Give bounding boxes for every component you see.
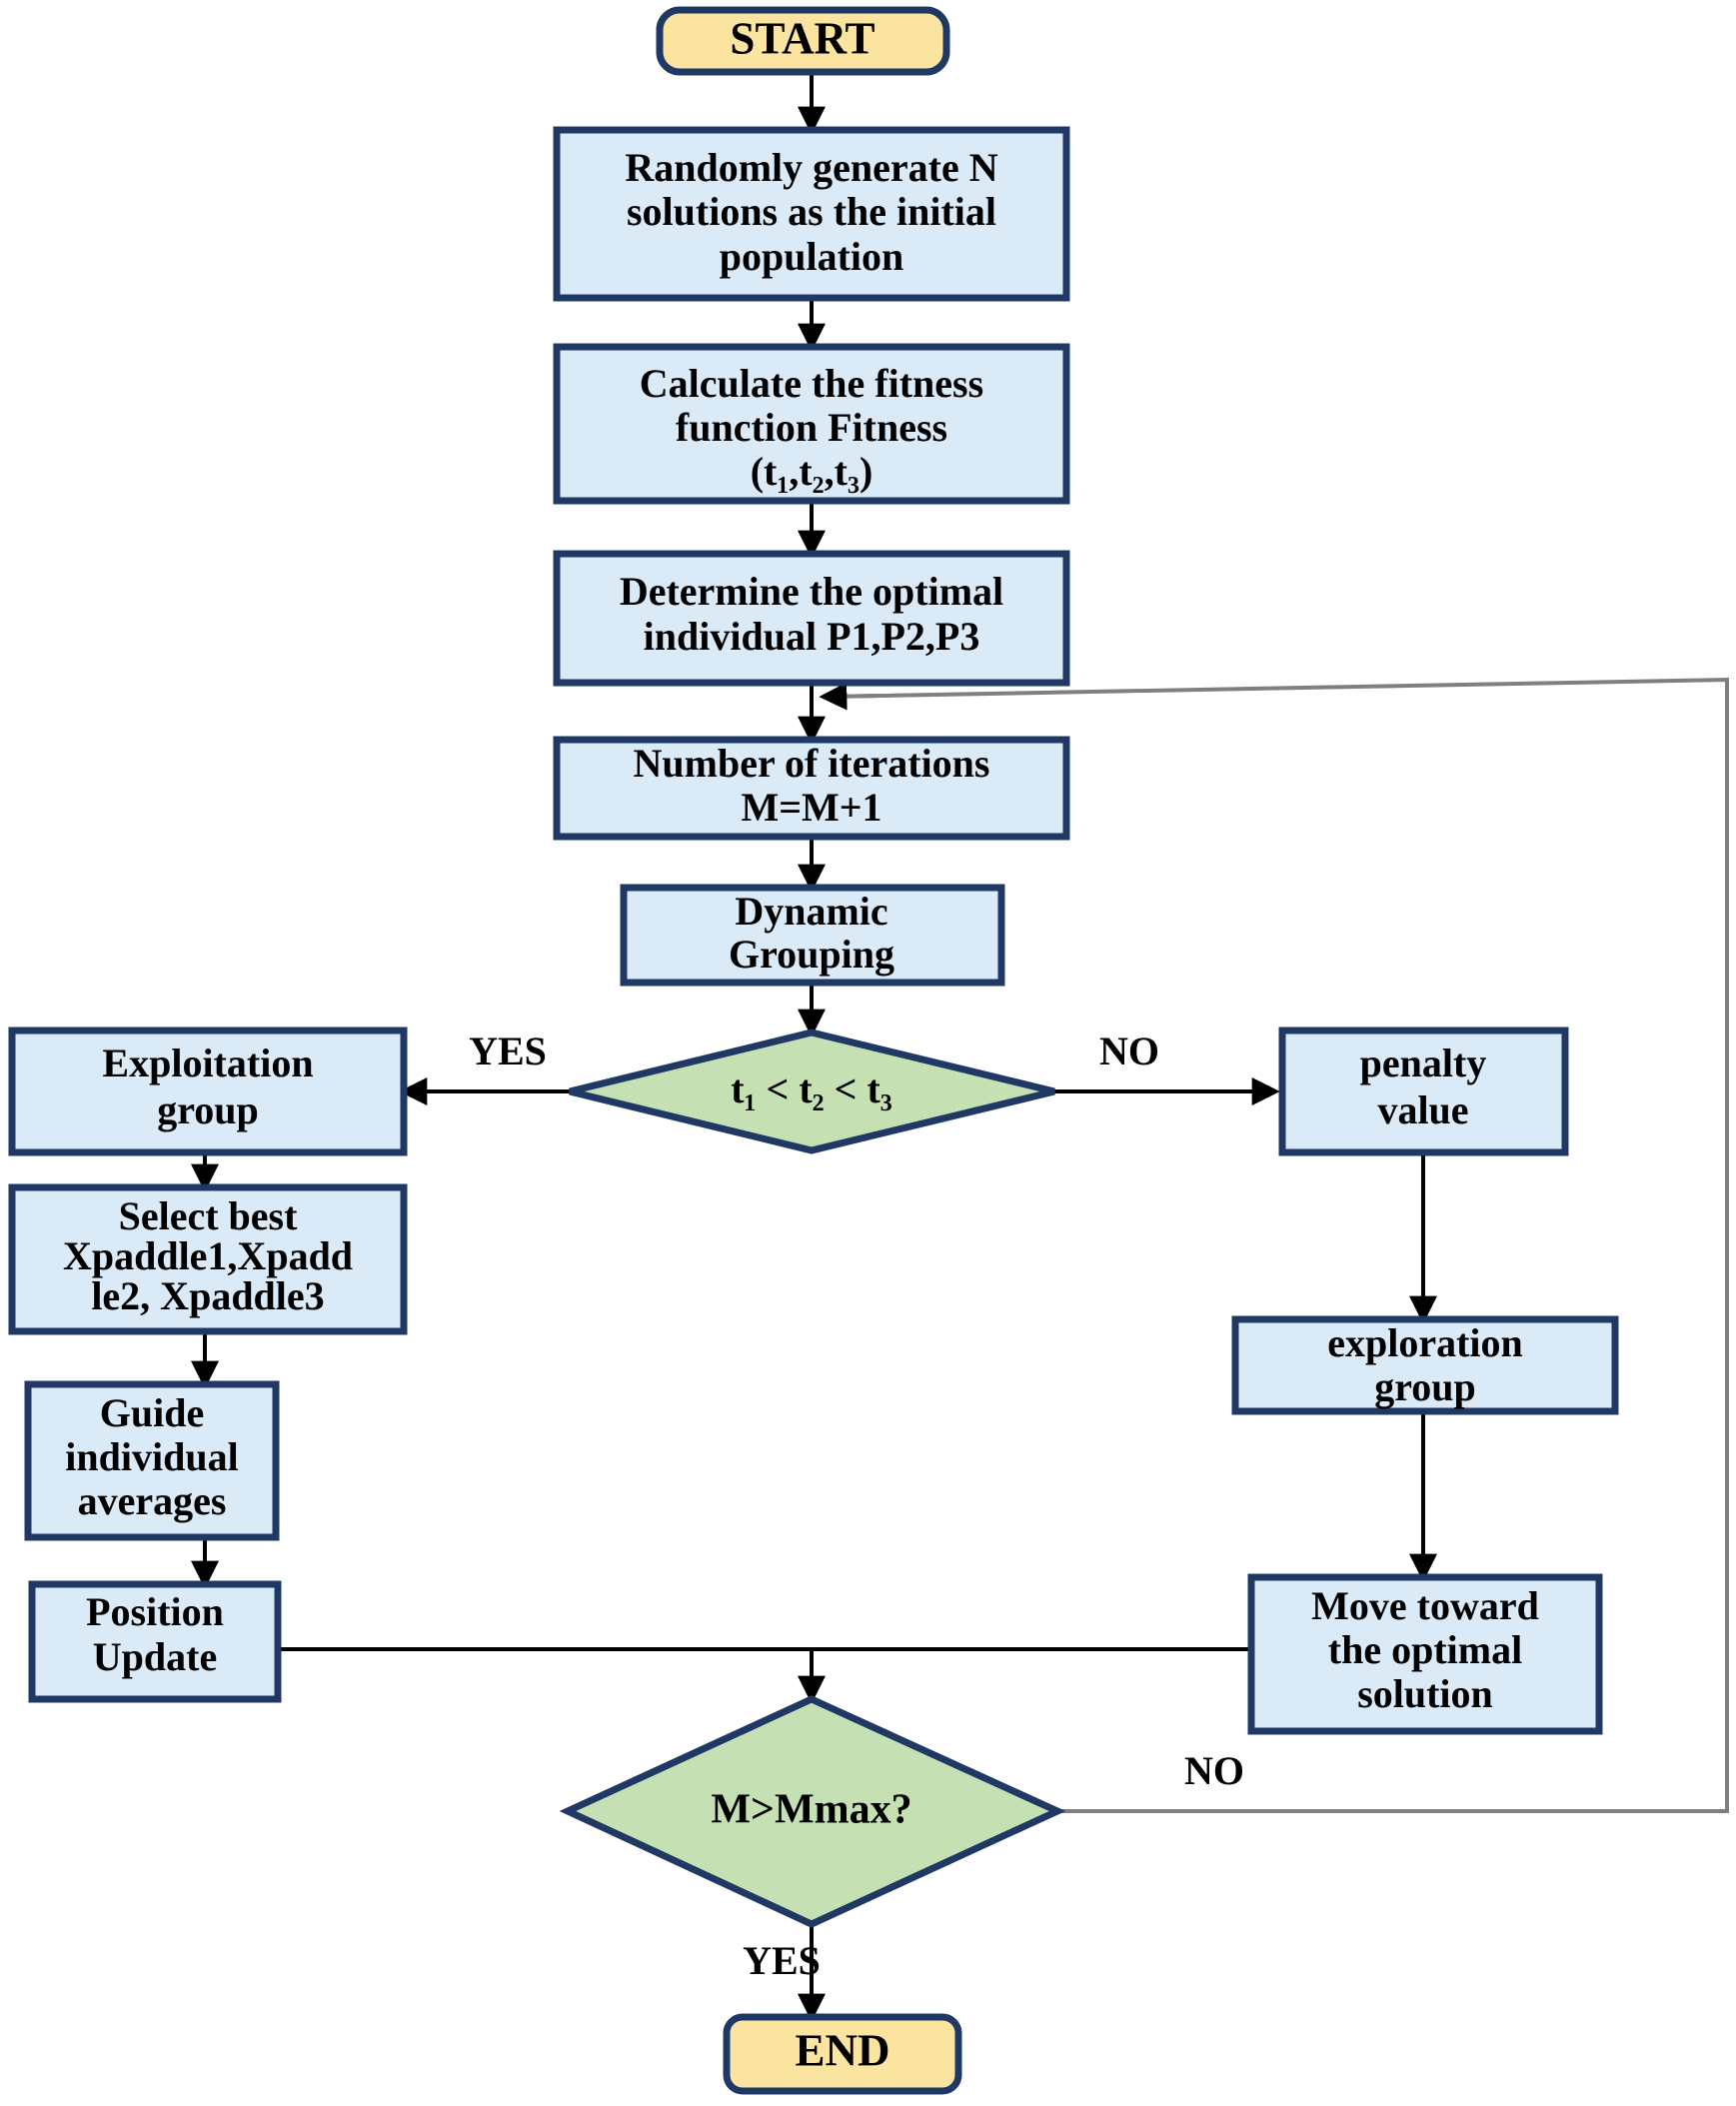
node-cond-m[interactable]: M>Mmax? [559,1695,1066,1928]
node-guide-line-3: averages [78,1478,227,1523]
node-penalty-line-2: value [1377,1087,1468,1132]
node-exploration-shape [1231,1315,1619,1415]
node-position[interactable]: Position Update [28,1580,282,1703]
node-exploitation-line-2: group [157,1087,259,1132]
node-selectbest-line-1: Select best [119,1193,299,1238]
node-penalty-shape [1278,1027,1569,1156]
edge-condm-no-loop-head [819,682,880,711]
node-movetoward[interactable]: Move toward the optimal solution [1247,1573,1603,1735]
node-start-shape [656,6,950,76]
node-init-line-1: Randomly generate N [625,145,997,190]
edge-label-no-m: NO [1184,1748,1244,1793]
node-start[interactable]: START [656,6,950,76]
node-optimal-line-2: individual P1,P2,P3 [644,614,980,659]
node-iterations-shape [553,736,1070,841]
node-cond-t-shape [569,1029,1055,1154]
node-cond-m-label: M>Mmax? [711,1787,911,1833]
node-movetoward-shape [1247,1573,1603,1735]
node-movetoward-line-3: solution [1357,1671,1493,1716]
node-grouping-line-1: Dynamic [735,889,887,934]
node-end-label: END [795,2025,889,2075]
node-iterations-line-2: M=M+1 [741,785,881,830]
node-grouping[interactable]: Dynamic Grouping [620,884,1005,987]
node-guide-line-1: Guide [100,1390,204,1435]
node-penalty-line-1: penalty [1360,1041,1487,1085]
node-position-line-2: Update [93,1634,217,1679]
node-optimal-shape [553,550,1070,687]
edge-label-yes-m: YES [743,1938,821,1983]
node-cond-t-label: t₁ < t₂ < t₃ [731,1066,892,1111]
node-selectbest[interactable]: Select best Xpaddle1,Xpadd le2, Xpaddle3 [8,1183,408,1335]
node-cond-t[interactable]: t₁ < t₂ < t₃ [569,1029,1055,1154]
node-exploration[interactable]: exploration group [1231,1315,1619,1415]
node-exploitation[interactable]: Exploitation group [8,1027,408,1156]
node-start-label: START [730,13,874,63]
node-guide-shape [24,1380,280,1541]
node-penalty[interactable]: penalty value [1278,1027,1569,1156]
connectors [191,70,1729,2022]
node-fitness-line-2: function Fitness [676,405,947,450]
node-selectbest-line-3: le2, Xpaddle3 [91,1273,324,1318]
node-fitness-line-3: (t₁,t₂,t₃) [751,449,873,494]
node-exploitation-line-1: Exploitation [102,1041,313,1085]
node-fitness-shape [553,343,1070,505]
node-fitness-line-1: Calculate the fitness [640,361,983,406]
edge-labels: YES NO NO YES [469,1029,1244,1983]
node-end[interactable]: END [723,2013,962,2095]
node-cond-m-shape [559,1695,1066,1928]
node-grouping-shape [620,884,1005,987]
node-grouping-line-2: Grouping [729,932,894,977]
node-end-shape [723,2013,962,2095]
node-guide[interactable]: Guide individual averages [24,1380,280,1541]
node-init[interactable]: Randomly generate N solutions as the ini… [553,126,1070,302]
node-movetoward-line-1: Move toward [1311,1583,1539,1628]
node-movetoward-line-2: the optimal [1328,1627,1522,1672]
node-iterations[interactable]: Number of iterations M=M+1 [553,736,1070,841]
node-init-line-2: solutions as the initial [627,189,996,234]
node-optimal-line-1: Determine the optimal [620,569,1003,614]
node-guide-line-2: individual [65,1434,238,1479]
edge-label-yes-t: YES [469,1029,547,1073]
node-init-line-3: population [720,234,904,279]
node-exploration-line-1: exploration [1327,1320,1523,1365]
node-optimal[interactable]: Determine the optimal individual P1,P2,P… [553,550,1070,687]
node-init-shape [553,126,1070,302]
node-selectbest-line-2: Xpaddle1,Xpadd [63,1233,353,1278]
node-position-line-1: Position [86,1589,224,1634]
node-exploitation-shape [8,1027,408,1156]
node-fitness[interactable]: Calculate the fitness function Fitness (… [553,343,1070,505]
edge-label-no-t: NO [1099,1029,1159,1073]
node-selectbest-shape [8,1183,408,1335]
node-iterations-line-1: Number of iterations [634,741,990,786]
node-exploration-line-2: group [1374,1364,1476,1409]
edge-condm-no-loop [829,677,1729,1813]
node-position-shape [28,1580,282,1703]
